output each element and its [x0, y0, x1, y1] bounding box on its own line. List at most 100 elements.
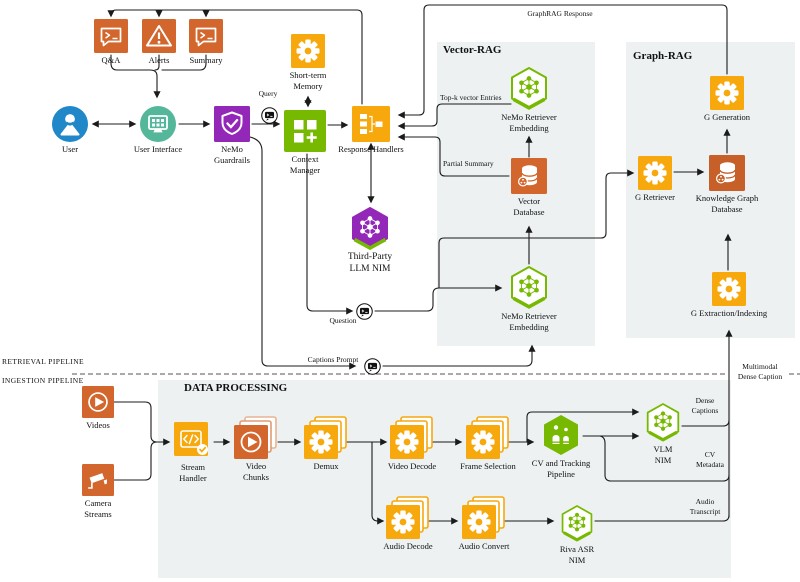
- response-handlers-label: Response Handlers: [338, 144, 404, 154]
- alerts-label: Alerts: [148, 55, 170, 65]
- node-audio-decode: Audio Decode: [383, 496, 433, 552]
- alert-triangle-icon: [142, 19, 176, 53]
- gear-icon: [638, 156, 672, 190]
- query-label: Query: [258, 89, 278, 98]
- retriever-hexagon-icon: [509, 265, 549, 309]
- node-video-decode: Video Decode: [388, 416, 436, 472]
- gear-stack-icon: [466, 416, 509, 459]
- nemo-retriever-bottom-label: NeMo Retriever Embedding: [501, 311, 557, 332]
- edge-captions-b: [382, 344, 536, 367]
- short-term-memory-label: Short-term Memory: [289, 70, 327, 91]
- audio-convert-label: Audio Convert: [458, 541, 510, 551]
- cctv-camera-icon: [82, 464, 114, 496]
- captions-prompt-label: Captions Prompt: [307, 355, 359, 364]
- monitor-icon: [140, 106, 176, 142]
- edge-rh-to-qa: [107, 9, 363, 105]
- retriever-hexagon-icon: [509, 66, 549, 110]
- edges: [91, 4, 733, 525]
- edge-demux-adecode: [371, 441, 385, 525]
- cv-people-hexagon-icon: [541, 414, 581, 456]
- cv-metadata-label: CV Metadata: [696, 450, 724, 469]
- node-third-party-llm: Third-Party LLM NIM: [348, 206, 392, 276]
- topk-label: Top-k vector Entries: [440, 93, 502, 102]
- g-retriever-label: G Retriever: [635, 192, 675, 202]
- vlm-nim-label: VLM NIM: [653, 444, 673, 465]
- node-nemo-retriever-embedding-top: NeMo Retriever Embedding: [501, 66, 557, 133]
- node-camera-streams: Camera Streams: [82, 464, 114, 519]
- video-decode-label: Video Decode: [387, 461, 437, 471]
- user-label: User: [61, 144, 79, 154]
- audio-transcript-label: Audio Transcript: [689, 497, 721, 516]
- node-nemo-retriever-embedding-bottom: NeMo Retriever Embedding: [501, 265, 557, 332]
- g-generation-label: G Generation: [703, 112, 751, 122]
- node-stream-handler: Stream Handler: [174, 422, 212, 483]
- context-manager-icon: [284, 110, 326, 152]
- play-video-icon: [82, 386, 114, 418]
- edge-graphrag-response: [397, 4, 728, 119]
- node-vector-database: Vector Database: [511, 158, 547, 217]
- retrieval-pipeline-label: RETRIEVAL PIPELINE: [2, 357, 84, 366]
- summary-label: Summary: [189, 55, 223, 65]
- database-icon: [709, 155, 745, 191]
- vector-rag-title: Vector-RAG: [443, 44, 502, 56]
- node-audio-convert: Audio Convert: [459, 496, 509, 552]
- nemo-guardrails-label: NeMo Guardrails: [214, 144, 250, 165]
- edge-cv-metadata: [599, 435, 730, 482]
- node-g-retriever: G Retriever: [635, 156, 675, 203]
- gear-stack-icon: [386, 496, 429, 539]
- node-g-generation: G Generation: [704, 76, 750, 123]
- captions-chat-icon: [364, 358, 381, 375]
- ingestion-pipeline-label: INGESTION PIPELINE: [2, 376, 84, 385]
- partial-summary-label: Partial Summary: [443, 159, 494, 168]
- cv-tracking-label: CV and Tracking Pipeline: [531, 458, 591, 479]
- user-icon: [52, 106, 88, 142]
- node-g-extraction: G Extraction/Indexing: [691, 272, 767, 319]
- nemo-retriever-top-label: NeMo Retriever Embedding: [501, 112, 557, 133]
- node-user: User: [52, 106, 88, 155]
- node-user-interface: User Interface: [134, 106, 182, 155]
- node-summary: Summary: [189, 19, 223, 66]
- code-check-icon: [174, 422, 212, 460]
- vector-database-label: Vector Database: [513, 196, 545, 217]
- question-label: Question: [329, 316, 357, 325]
- edge-partial-summary: [397, 133, 510, 177]
- riva-asr-label: Riva ASR NIM: [559, 544, 595, 565]
- camera-streams-label: Camera Streams: [84, 498, 112, 519]
- third-party-llm-label: Third-Party LLM NIM: [347, 252, 393, 274]
- vlm-hexagon-icon: [645, 402, 681, 442]
- node-video-chunks: Video Chunks: [234, 416, 278, 482]
- frame-selection-label: Frame Selection: [460, 461, 516, 471]
- edge-camera-sh: [113, 441, 158, 481]
- edge-question-b: [374, 284, 503, 312]
- graph-rag-title: Graph-RAG: [633, 50, 693, 62]
- node-riva-asr: Riva ASR NIM: [560, 504, 594, 565]
- gear-stack-icon: [304, 416, 347, 459]
- edge-alerts-to-ui: [154, 54, 160, 71]
- shield-check-icon: [214, 106, 250, 142]
- edge-qa-to-ui: [110, 54, 161, 99]
- edge-question-a: [306, 153, 354, 315]
- data-processing-title: DATA PROCESSING: [184, 382, 288, 394]
- query-chat-icon: [261, 107, 278, 124]
- gear-stack-icon: [462, 496, 505, 539]
- node-vlm-nim: VLM NIM: [645, 402, 681, 465]
- database-icon: [511, 158, 547, 194]
- video-chunks-label: Video Chunks: [243, 461, 269, 482]
- videos-label: Videos: [86, 420, 110, 430]
- multimodal-dense-caption-label: Multimodal Dense Caption: [732, 362, 788, 382]
- riva-hexagon-icon: [560, 504, 594, 542]
- knowledge-graph-database-label: Knowledge Graph Database: [695, 193, 759, 214]
- node-short-term-memory: Short-term Memory: [290, 34, 326, 91]
- summary-chat-icon: [189, 19, 223, 53]
- llm-nim-hexagon-icon: [350, 206, 390, 250]
- demux-label: Demux: [313, 461, 339, 471]
- qa-chat-icon: [94, 19, 128, 53]
- question-chat-icon: [356, 303, 373, 320]
- edge-videos-sh: [113, 401, 171, 446]
- graphrag-response-label: GraphRAG Response: [527, 9, 593, 18]
- node-qa: Q&A: [94, 19, 128, 66]
- gear-icon: [712, 272, 746, 306]
- edge-captions-a: [249, 136, 357, 370]
